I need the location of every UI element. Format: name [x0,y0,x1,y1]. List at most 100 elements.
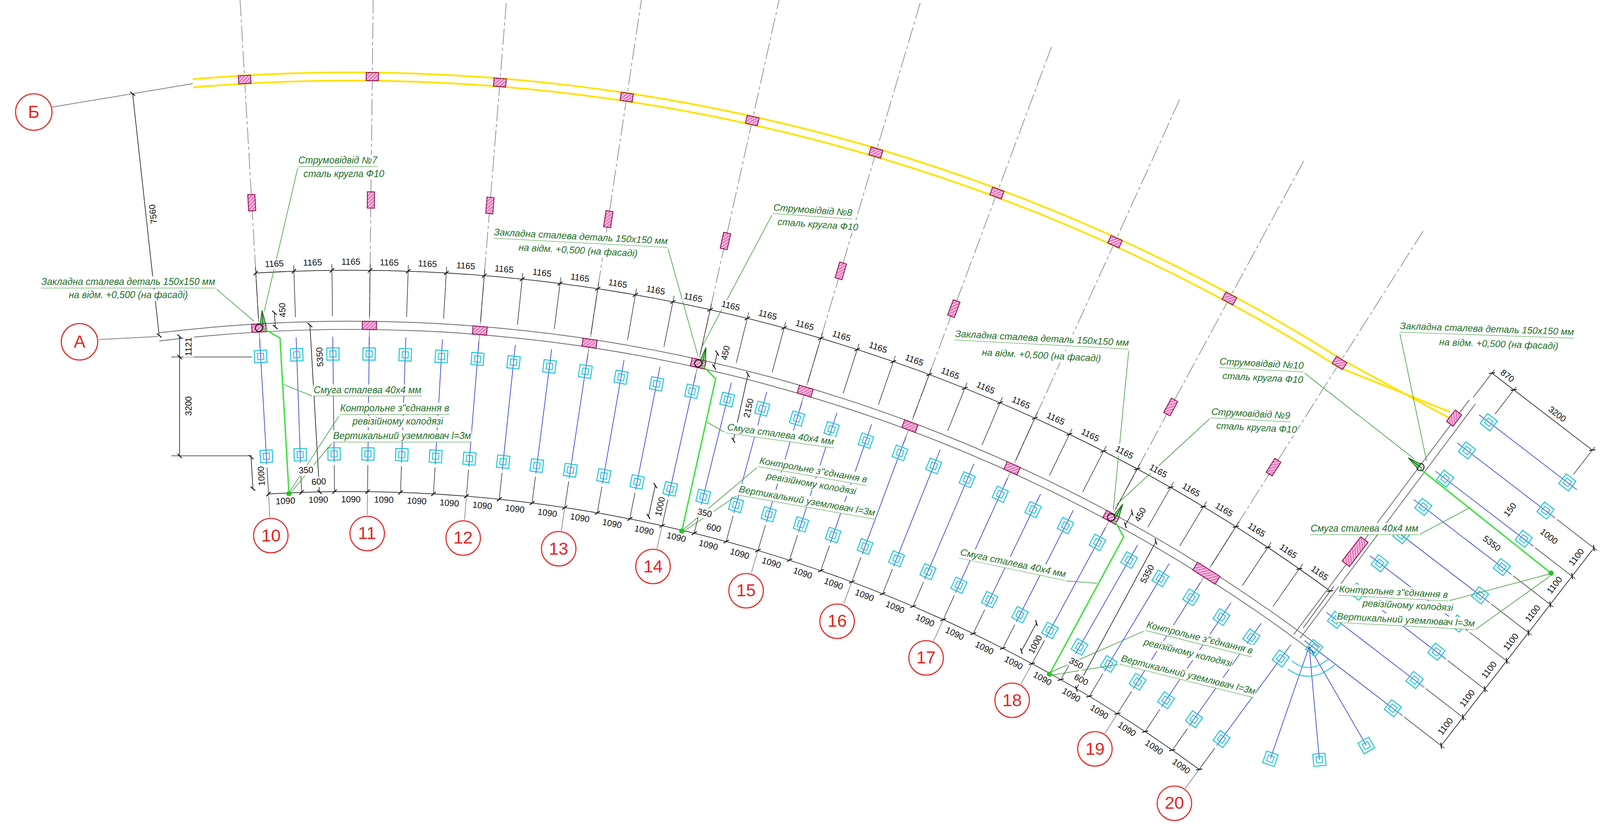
ground-electrode [696,489,711,505]
axis-bubble: 16 [818,602,856,640]
ground-electrode [1410,675,1419,685]
dimension-text: 1090 [405,495,428,507]
dimension-tick [670,300,676,304]
extension-line [913,581,924,607]
extension-line [171,455,253,456]
dimension-text: 1165 [1276,541,1300,562]
ground-electrode [1182,588,1200,606]
ground-electrode [1247,633,1256,643]
axis-line [1101,160,1304,535]
axis-label: 14 [643,558,663,576]
extension-line [947,382,968,431]
extension-line [726,516,734,542]
column [1163,398,1178,416]
extension-line [532,476,536,504]
dimension-text: 5350 [1137,562,1157,587]
dimension-tick [464,494,469,499]
dimension-tick [1155,538,1157,545]
dimension-text: 350 [1066,654,1086,672]
dimension-text: 1165 [682,290,705,305]
extension-line [1494,386,1516,415]
callout-text: Смуга сталева 40х4 мм [726,421,836,449]
ground-electrode [861,436,870,445]
ground-electrode [1406,671,1424,689]
dimension-text: 1100 [1544,574,1565,597]
inspection-joint [1548,570,1554,576]
dimension-tick [1032,417,1038,420]
extension-line [981,397,1003,445]
ground-electrode [1061,521,1070,531]
ground-electrode [1011,606,1029,624]
dimension-tick [1296,568,1303,570]
dimension-tick [1134,468,1140,470]
callout-text: Струмовідвід №10 [1218,355,1305,372]
ground-electrode [293,351,300,358]
ground-electrode [1357,737,1375,755]
column [603,210,613,228]
parapet-line [193,80,1339,368]
dimension-line [179,336,180,456]
axis-bubble: 19 [1076,730,1114,768]
dimension-text: 1090 [307,495,330,506]
axis-label: 13 [548,540,569,558]
dimension-text: 1165 [1044,409,1067,428]
axis-bubble: 11 [348,515,386,552]
ground-electrode [331,450,338,458]
ground-electrode [1028,505,1038,514]
bubble-circle [1077,731,1113,767]
callout-text: Смуга сталева 40х4 мм [1310,523,1419,535]
dimension-text: 1100 [1566,546,1587,569]
ground-electrode [364,450,372,458]
extension-line [255,266,259,319]
callout-text: Закладна сталева деталь 150х150 мм [1399,320,1575,339]
axis-label: Б [28,103,40,121]
dimension-text: 450 [1132,505,1149,525]
dimension-text: 350 [297,464,315,477]
callout-text: Контрольне з"єднання в [1338,583,1449,601]
dimension-tick [299,490,304,495]
dimension-text: 1165 [493,263,515,276]
wall-line [158,321,1321,648]
dimension-text: 450 [719,343,733,363]
dimension-line [714,352,718,367]
ground-electrode [533,462,541,470]
parapet-line [1343,360,1456,422]
dimension-tick [317,490,322,495]
ground-electrode [684,384,699,399]
dimension-tick [272,310,277,316]
dimension-line [1441,548,1594,746]
axis-line [51,83,193,108]
bubble-circle [61,323,98,360]
bubble-circle [15,93,52,131]
parapet-line [192,72,1344,361]
ground-electrode [438,353,445,360]
ground-electrode [1493,558,1511,576]
ground-electrode [1120,551,1138,569]
ground-conductor [701,382,732,505]
dimension-tick [365,489,370,494]
ground-electrode [296,451,304,458]
dimension-tick [970,632,977,635]
ground-electrode [362,348,376,361]
dimension-text: 1090 [373,495,395,506]
extension-line [266,467,269,494]
dimension-tick [926,373,932,376]
ground-electrode [858,432,874,449]
dimension-text: 1165 [417,258,439,270]
ground-electrode [824,421,840,437]
dimension-tick [1167,486,1174,489]
axis-label: 16 [827,612,847,630]
dimension-line [1492,373,1593,451]
axis-label: 11 [357,524,377,542]
extension-line [882,569,893,594]
ground-electrode [981,591,998,608]
ground-electrode [530,458,544,473]
leader-line [283,384,312,397]
ground-electrode [992,486,1009,503]
ground-electrode [1458,441,1476,460]
ground-electrode [1419,502,1428,512]
ground-electrode [327,447,341,461]
column [362,321,377,330]
extension-line [293,265,296,318]
axis-bubble: Б [14,92,54,132]
